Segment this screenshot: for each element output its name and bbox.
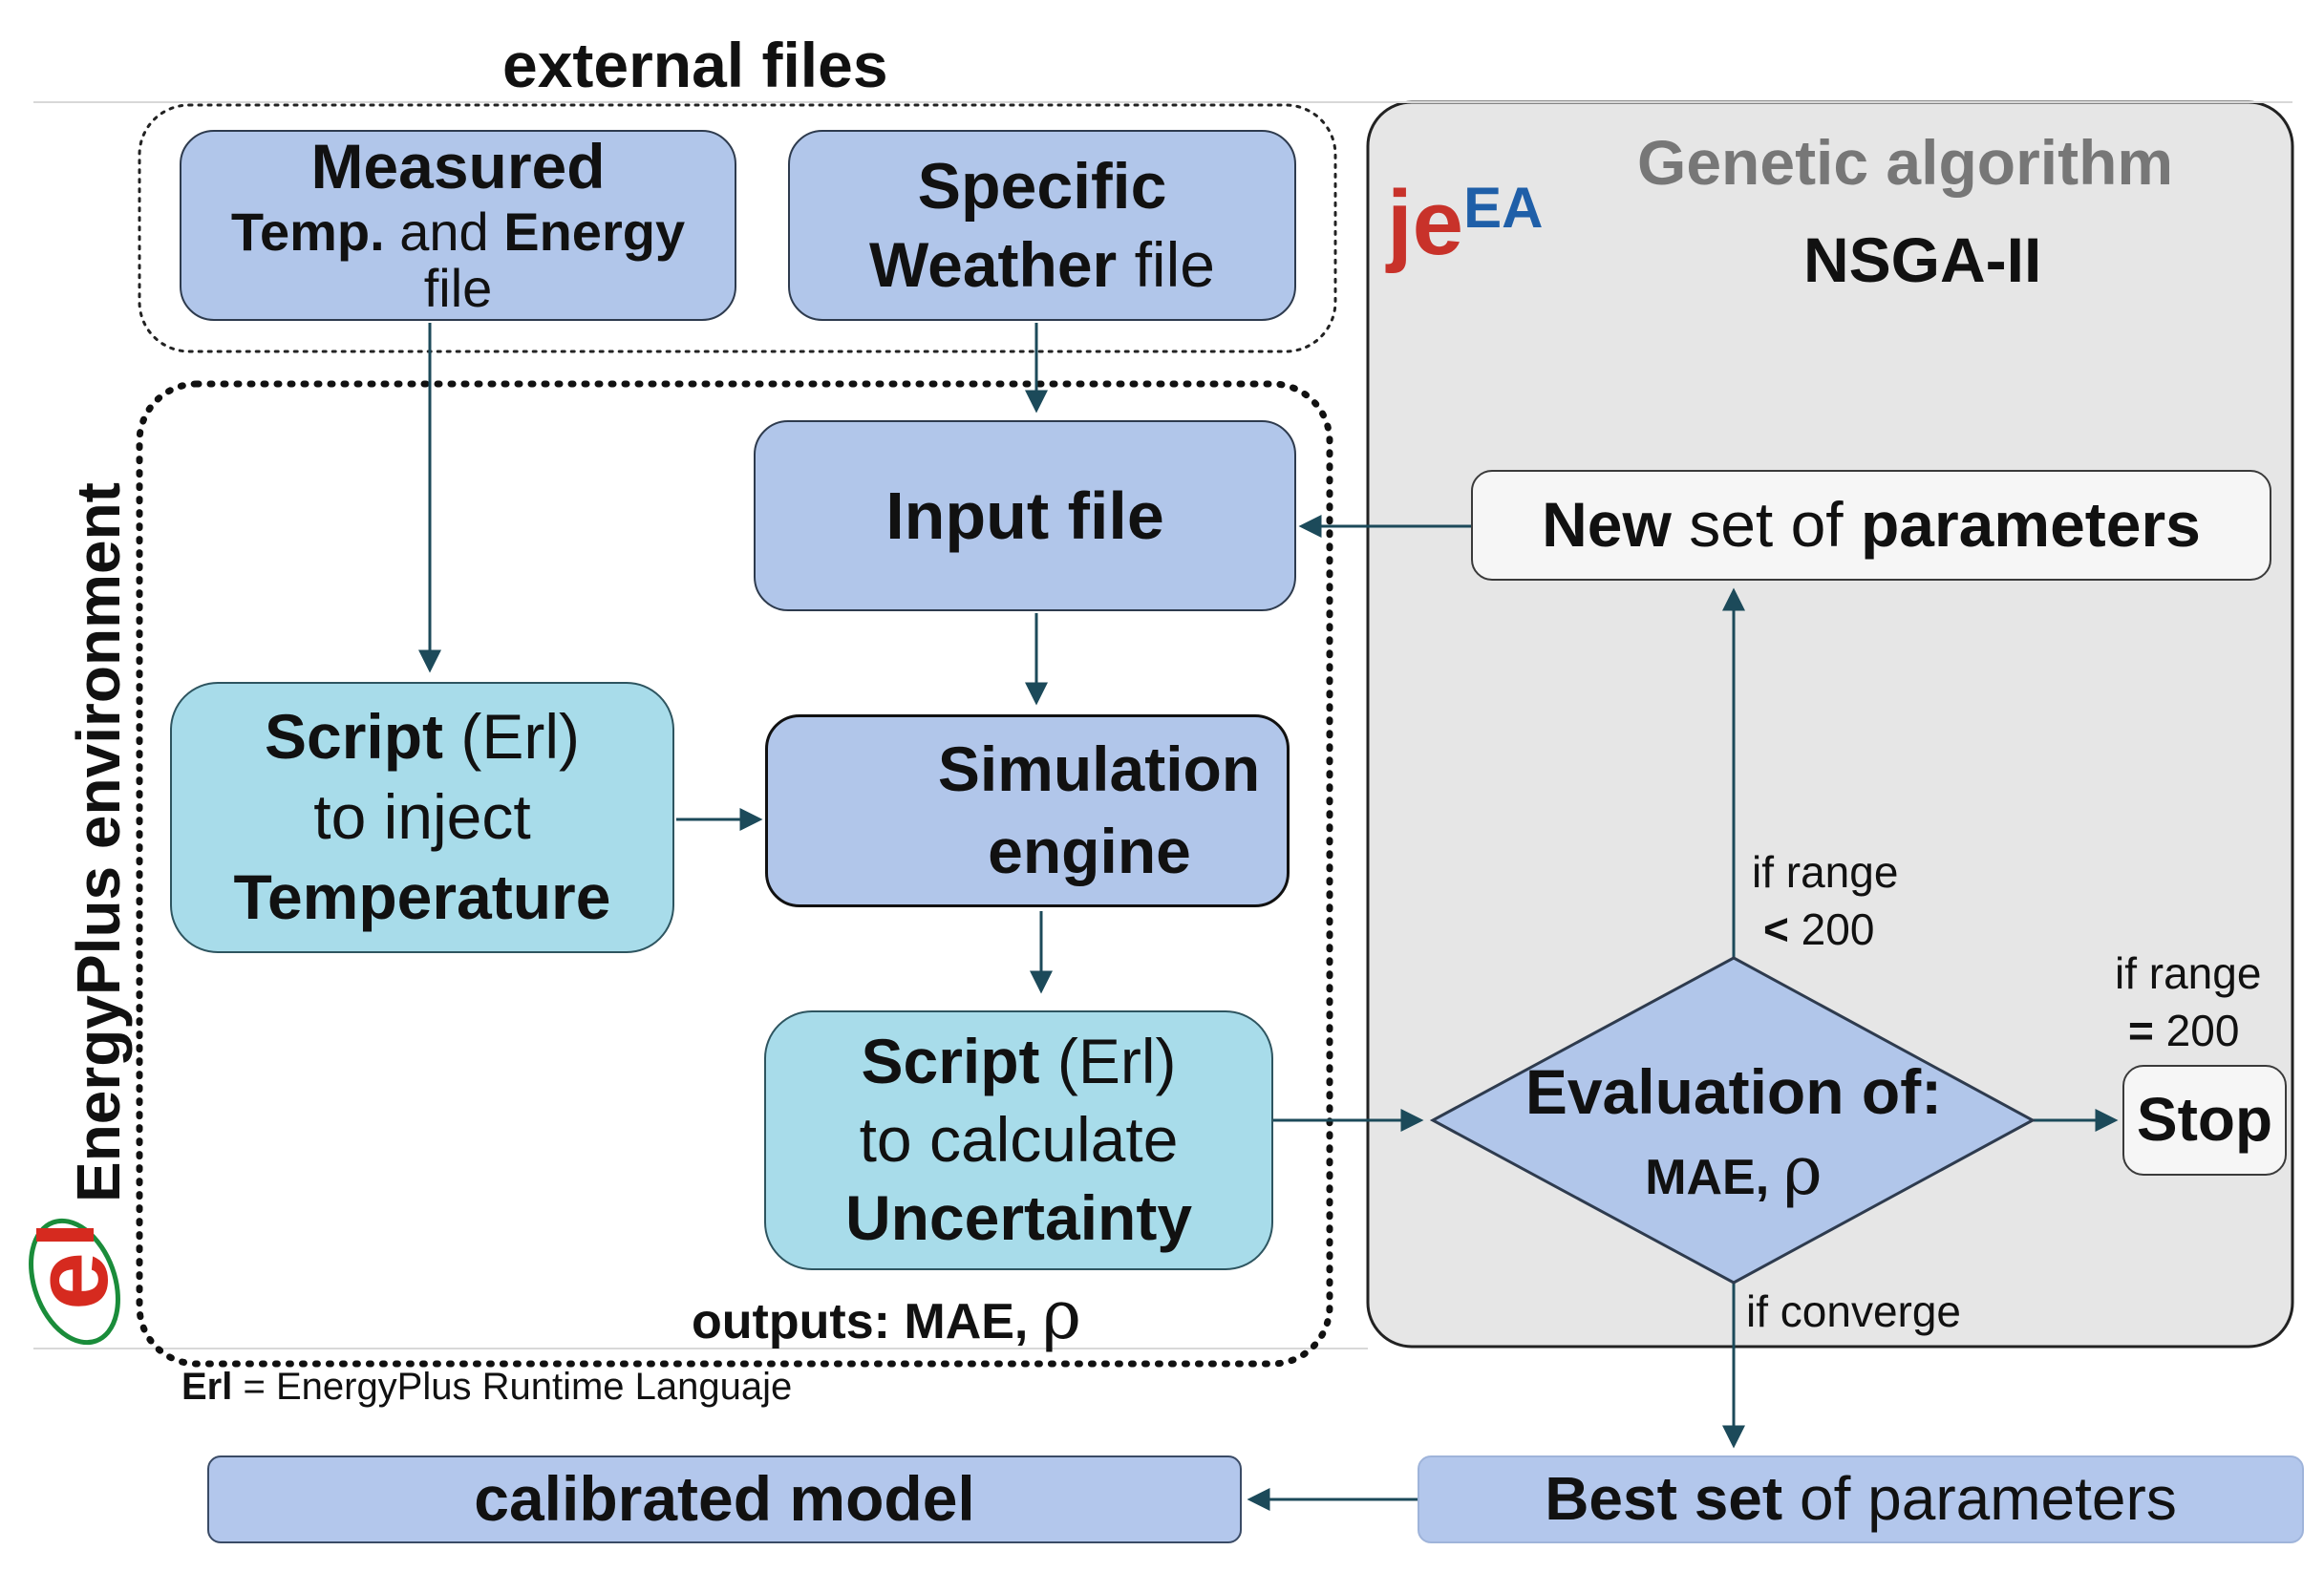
external-files-frame: [138, 103, 1337, 353]
outputs-label: outputs: MAE, ρ: [692, 1276, 1081, 1354]
script-calc-line1: Script (Erl): [861, 1026, 1177, 1097]
script-inject-line1: Script (Erl): [264, 701, 580, 773]
condition-converge: if converge: [1746, 1286, 1962, 1336]
input-file-box: Input file: [754, 420, 1296, 611]
script-calc-line3: Uncertainty: [844, 1181, 1193, 1253]
weather-line2: Weather file: [869, 229, 1215, 301]
stop-box: Stop: [2122, 1065, 2287, 1176]
measured-file-box: Measured Temp. and Energy file: [180, 130, 736, 321]
measured-line3: file: [423, 257, 493, 318]
ga-subtitle: NSGA-II: [1803, 224, 2042, 295]
evaluation-line2: MAE, ρ: [1645, 1131, 1823, 1210]
script-calculate-box: Script (Erl) to calculate Uncertainty: [764, 1010, 1273, 1270]
calibrated-model-box: calibrated model: [207, 1455, 1242, 1543]
script-calc-line2: to calculate: [859, 1104, 1179, 1176]
energyplus-environment-frame: [136, 380, 1333, 1368]
script-inject-box: Script (Erl) to inject Temperature: [170, 682, 674, 953]
evaluation-line1: Evaluation of:: [1524, 1055, 1943, 1127]
svg-text:e: e: [12, 1252, 130, 1310]
input-file-label: Input file: [885, 478, 1164, 553]
new-parameters-box: New set of parameters: [1471, 470, 2271, 581]
best-parameters-box: Best set of parameters: [1418, 1455, 2304, 1543]
weather-line1: Specific: [917, 149, 1167, 223]
simulation-line1: Simulation: [937, 733, 1261, 805]
calibrated-model-label: calibrated model: [474, 1463, 975, 1535]
ga-title: Genetic algorithm: [1637, 127, 2174, 198]
measured-line2: Temp. and Energy: [230, 202, 686, 263]
best-parameters-label: Best set of parameters: [1545, 1464, 2177, 1534]
condition-equal-200: if range = 200: [2115, 948, 2262, 1055]
evaluation-diamond: [1429, 956, 2036, 1285]
script-inject-line3: Temperature: [233, 860, 611, 932]
jea-logo-icon: jeEA: [1387, 172, 1544, 274]
weather-file-box: Specific Weather file: [788, 130, 1296, 321]
measured-line1: Measured: [310, 131, 606, 202]
external-files-title: external files: [502, 30, 888, 100]
new-parameters-label: New set of parameters: [1542, 489, 2201, 561]
erl-note: Erl = EnergyPlus Runtime Languaje: [181, 1366, 793, 1408]
evaluation-text: Evaluation of: MAE, ρ: [1471, 1055, 1996, 1210]
simulation-line2: engine: [988, 816, 1191, 886]
script-inject-line2: to inject: [313, 781, 531, 853]
energyplus-logo-icon: e: [12, 1218, 130, 1346]
stop-label: Stop: [2136, 1085, 2273, 1155]
condition-less-200: if range < 200: [1752, 847, 1899, 954]
energyplus-environment-label: EnergyPlus environment: [64, 482, 133, 1202]
simulation-engine-box: Simulation engine: [765, 714, 1290, 907]
